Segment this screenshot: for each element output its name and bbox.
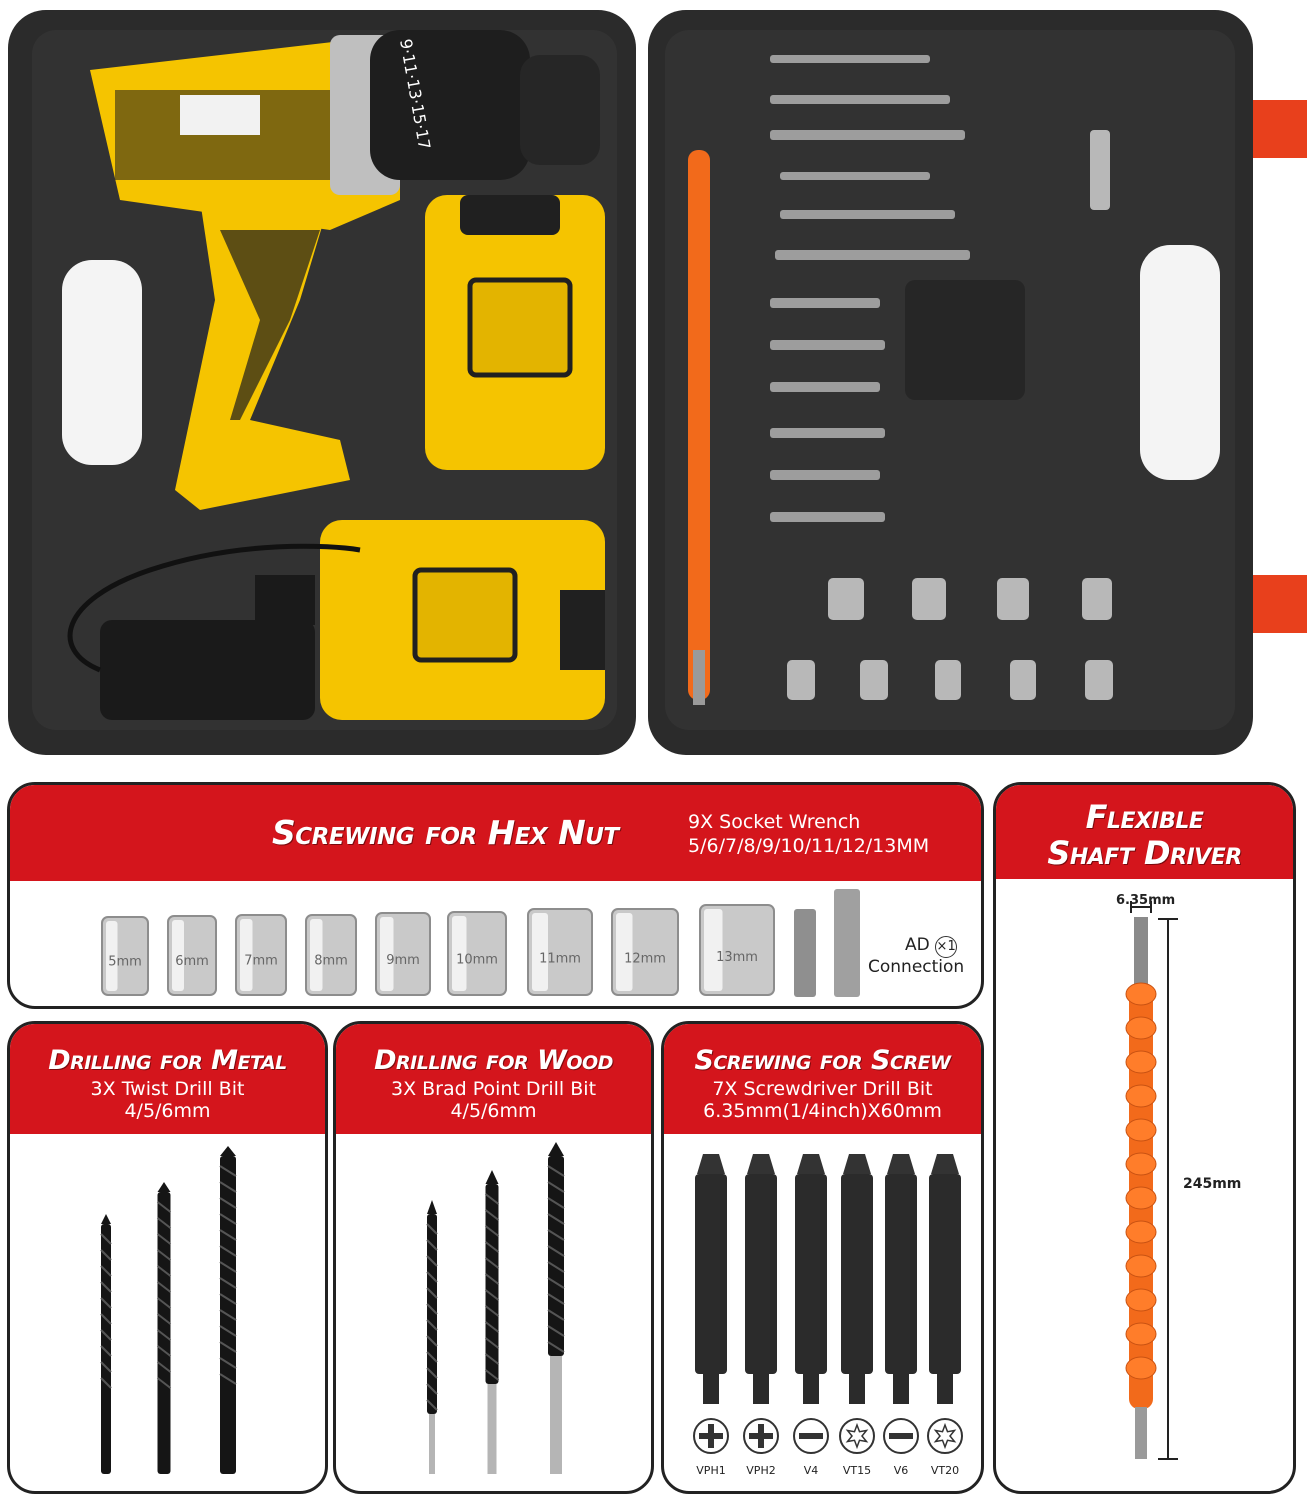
metal-title: Drilling for Metal bbox=[48, 1045, 287, 1076]
cordless-drill: 9·11·13·15·17 bbox=[90, 30, 600, 510]
adapter-piece-1 bbox=[794, 909, 816, 997]
flex-tip-size: 6.35mm bbox=[1116, 893, 1176, 908]
screw-bit-label: VT15 bbox=[843, 1464, 871, 1477]
flex-shaft-body bbox=[1125, 982, 1157, 1409]
socket-row: 5mm 6mm 7mm 8mm 9mm 10mm 11mm 12mm 13mm bbox=[101, 889, 860, 997]
flex-header: Flexible Shaft Driver bbox=[996, 785, 1293, 879]
socket-1: 5mm bbox=[101, 916, 149, 996]
twist-drill-bits bbox=[100, 1146, 237, 1474]
adapter-label: AD ×1 bbox=[905, 935, 958, 958]
flex-shaft-end bbox=[1135, 1407, 1147, 1459]
brad-bit-1 bbox=[426, 1200, 438, 1474]
screw-bit-label: VPH2 bbox=[746, 1464, 775, 1477]
brad-bit-3 bbox=[547, 1142, 565, 1474]
brad-point-drill-bits bbox=[426, 1142, 565, 1474]
hex-nut-sizes: 5/6/7/8/9/10/11/12/13MM bbox=[688, 835, 930, 857]
screw-line1: 7X Screwdriver Drill Bit bbox=[712, 1078, 933, 1100]
screw-bit-label: V6 bbox=[894, 1464, 909, 1477]
slotted-icon bbox=[883, 1418, 919, 1454]
screw-title: Screwing for Screw bbox=[694, 1045, 951, 1076]
brad-bit-2 bbox=[484, 1170, 500, 1474]
wood-line1: 3X Brad Point Drill Bit bbox=[390, 1078, 597, 1100]
screw-bit-panel: Screwing for Screw 7X Screwdriver Drill … bbox=[661, 1021, 984, 1494]
twist-bit-3 bbox=[219, 1146, 237, 1474]
flex-shaft-tip bbox=[1134, 917, 1148, 987]
screw-bit-4 bbox=[841, 1154, 873, 1404]
screwdriver-bits: VPH1 VPH2 V4 VT15 V6 VT20 bbox=[693, 1154, 963, 1477]
socket-4: 8mm bbox=[305, 914, 357, 996]
socket-5: 9mm bbox=[375, 912, 431, 996]
wood-drill-panel: Drilling for Wood 3X Brad Point Drill Bi… bbox=[333, 1021, 654, 1494]
screw-bit-2 bbox=[745, 1154, 777, 1404]
screw-bit-1 bbox=[695, 1154, 727, 1404]
tool-case-illustration: 9·11·13·15·17 bbox=[8, 10, 1307, 755]
battery-pack-1 bbox=[425, 195, 605, 470]
socket-label: 11mm bbox=[539, 951, 581, 966]
socket-label: 7mm bbox=[244, 954, 278, 969]
socket-label: 12mm bbox=[624, 951, 666, 966]
flex-shaft-diagram bbox=[1125, 901, 1178, 1460]
screw-header: Screwing for Screw 7X Screwdriver Drill … bbox=[664, 1024, 981, 1134]
screw-bit-6 bbox=[929, 1154, 961, 1404]
socket-9: 13mm bbox=[699, 904, 775, 996]
screw-line2: 6.35mm(1/4inch)X60mm bbox=[703, 1100, 942, 1122]
socket-6: 10mm bbox=[447, 911, 507, 996]
screw-bit-label: VPH1 bbox=[696, 1464, 725, 1477]
phillips-icon bbox=[693, 1418, 729, 1454]
socket-label: 10mm bbox=[456, 952, 498, 967]
slotted-icon bbox=[793, 1418, 829, 1454]
socket-label: 5mm bbox=[108, 954, 142, 969]
socket-2: 6mm bbox=[167, 915, 217, 996]
metal-line2: 4/5/6mm bbox=[124, 1100, 211, 1122]
charger bbox=[67, 543, 361, 720]
flex-title-line2: Shaft Driver bbox=[1047, 834, 1242, 872]
case-center-block bbox=[905, 280, 1025, 400]
case-handle-left bbox=[62, 260, 142, 465]
flex-title-line1: Flexible bbox=[1085, 798, 1204, 836]
torx-icon bbox=[927, 1418, 963, 1454]
metal-line1: 3X Twist Drill Bit bbox=[90, 1078, 245, 1100]
twist-bit-1 bbox=[100, 1214, 112, 1474]
battery-pack-2 bbox=[320, 520, 605, 720]
adapter-piece-2 bbox=[834, 889, 860, 997]
hex-nut-title: Screwing for Hex Nut bbox=[272, 813, 619, 852]
wood-title: Drilling for Wood bbox=[374, 1045, 613, 1076]
socket-label: 6mm bbox=[175, 954, 209, 969]
hex-nut-qty: 9X Socket Wrench bbox=[688, 811, 861, 833]
twist-bit-2 bbox=[156, 1182, 172, 1474]
adapter-qty-badge: ×1 bbox=[935, 936, 958, 958]
screw-bit-3 bbox=[795, 1154, 827, 1404]
flex-length: 245mm bbox=[1183, 1176, 1242, 1192]
wood-header: Drilling for Wood 3X Brad Point Drill Bi… bbox=[336, 1024, 651, 1134]
case-handle-right bbox=[1140, 245, 1220, 480]
socket-label: 13mm bbox=[716, 950, 758, 965]
phillips-icon bbox=[743, 1418, 779, 1454]
adapter-caption: Connection bbox=[868, 957, 965, 977]
drill-bit-rows bbox=[770, 55, 970, 522]
wood-line2: 4/5/6mm bbox=[450, 1100, 537, 1122]
screw-bit-label: V4 bbox=[804, 1464, 819, 1477]
hex-nut-header: Screwing for Hex Nut 9X Socket Wrench 5/… bbox=[10, 785, 981, 881]
torx-icon bbox=[839, 1418, 875, 1454]
flex-shaft-in-case bbox=[688, 150, 710, 705]
socket-3: 7mm bbox=[235, 914, 287, 996]
screw-bit-label: VT20 bbox=[931, 1464, 959, 1477]
flex-shaft-panel: Flexible Shaft Driver 6.35mm 245mm bbox=[993, 782, 1296, 1494]
socket-label: 8mm bbox=[314, 954, 348, 969]
socket-8: 12mm bbox=[611, 908, 679, 996]
socket-label: 9mm bbox=[386, 953, 420, 968]
screw-bit-5 bbox=[885, 1154, 917, 1404]
hex-nut-panel: Screwing for Hex Nut 9X Socket Wrench 5/… bbox=[7, 782, 984, 1009]
sockets-in-case bbox=[787, 130, 1113, 700]
metal-drill-panel: Drilling for Metal 3X Twist Drill Bit 4/… bbox=[7, 1021, 328, 1494]
socket-7: 11mm bbox=[527, 908, 593, 996]
metal-header: Drilling for Metal 3X Twist Drill Bit 4/… bbox=[10, 1024, 325, 1134]
